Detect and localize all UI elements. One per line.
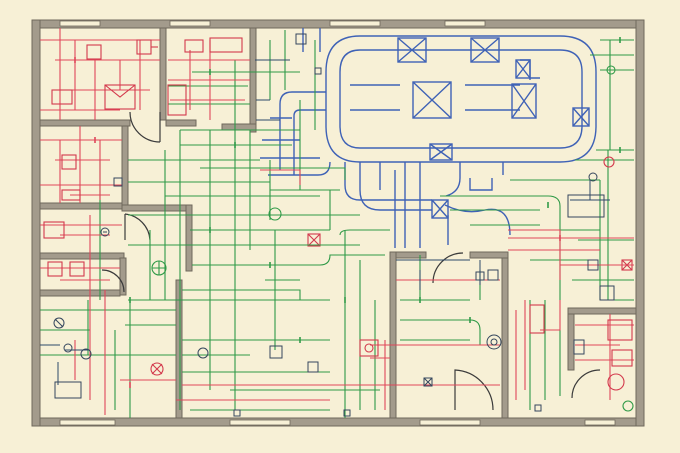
fixture-icon bbox=[43, 33, 633, 399]
exterior-walls bbox=[31, 19, 645, 427]
damper-box-icon bbox=[307, 37, 633, 271]
hot-pipe-network bbox=[40, 28, 634, 415]
water-pipe-network bbox=[40, 30, 634, 418]
duct-network bbox=[260, 28, 597, 248]
control-wiring bbox=[40, 59, 610, 385]
door-swing-icon bbox=[101, 111, 601, 411]
valve-icon bbox=[53, 65, 634, 412]
pipe-fittings bbox=[74, 37, 621, 388]
pump-icon bbox=[233, 67, 542, 417]
interior-walls bbox=[39, 27, 637, 419]
